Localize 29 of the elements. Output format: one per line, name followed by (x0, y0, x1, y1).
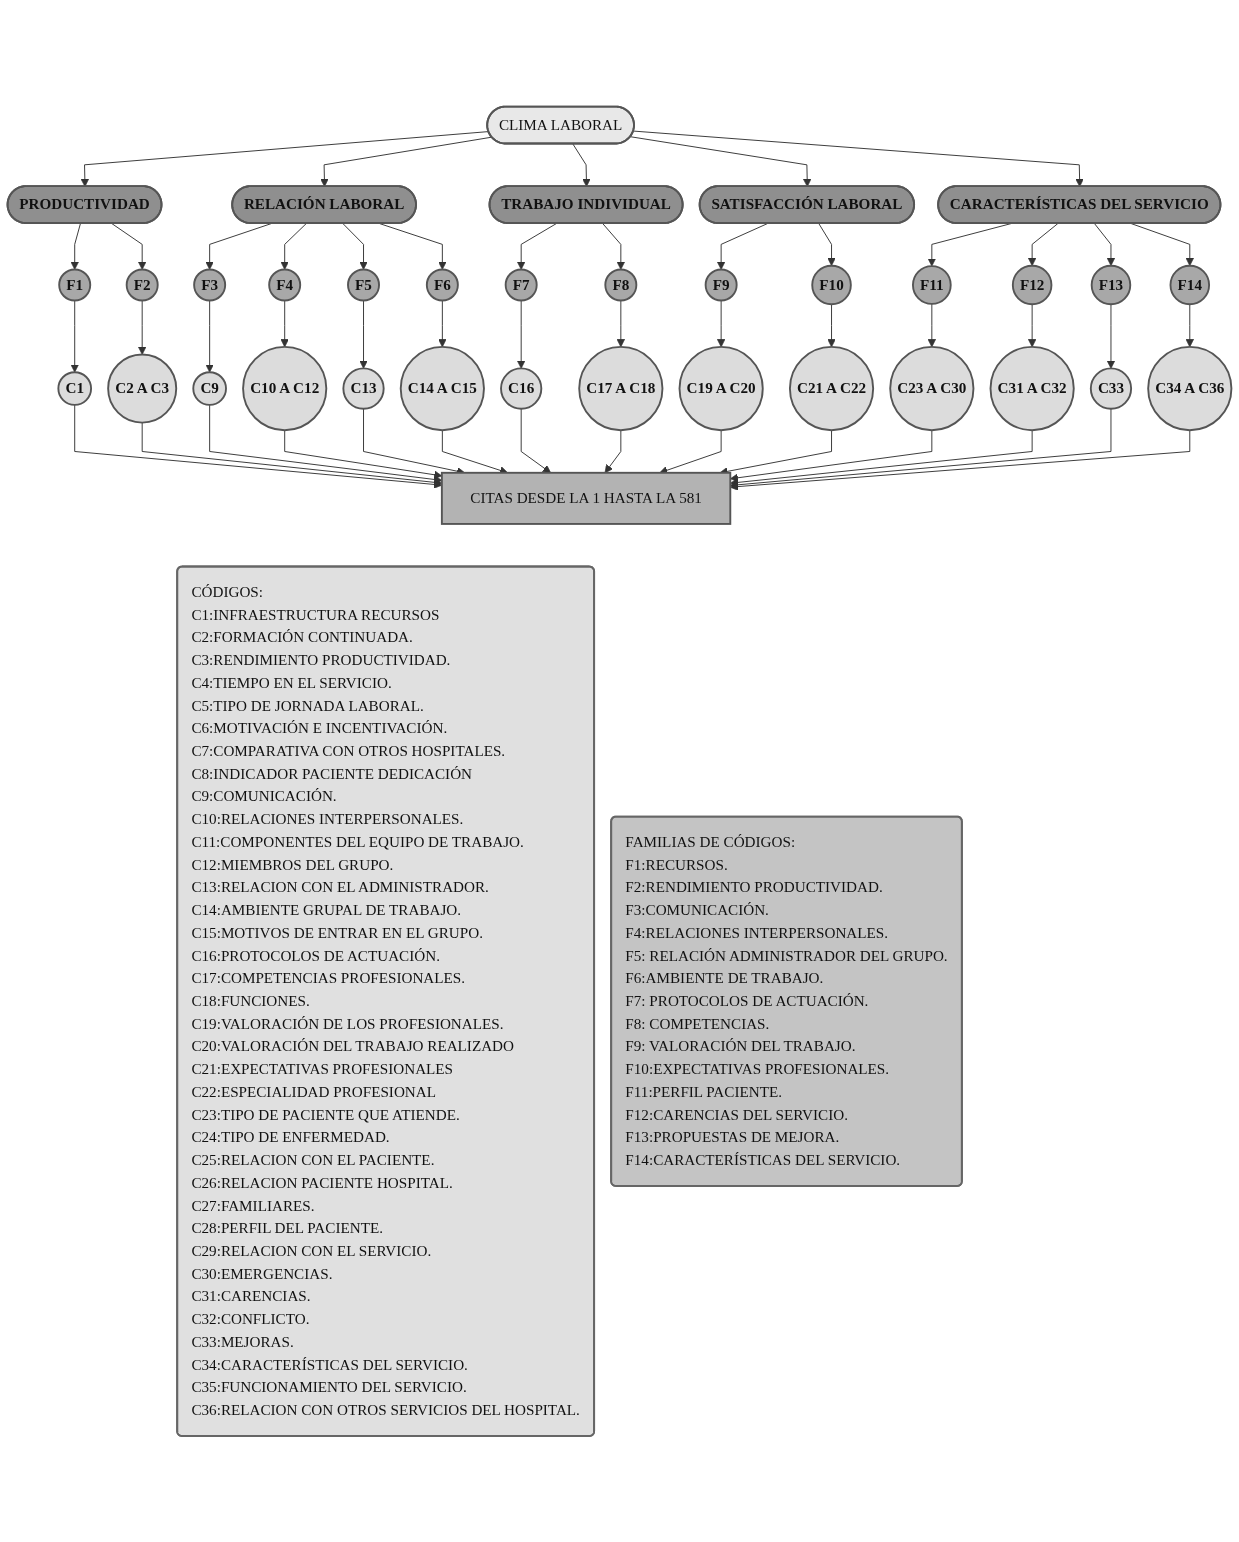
node-circle: F8 (604, 268, 638, 302)
node-circle: C19 A C20 (678, 345, 764, 431)
node-circle: F5 (347, 268, 380, 302)
node-circle: F1 (58, 268, 92, 302)
node-circle: C23 A C30 (889, 345, 975, 431)
node-circle: F6 (425, 268, 459, 302)
node-circle: C1 (57, 370, 93, 406)
node-circle: F2 (125, 268, 159, 302)
node-circle: C16 (500, 367, 543, 410)
node-circle: F13 (1090, 264, 1132, 305)
node-circle: F9 (704, 268, 738, 302)
node-circle: C33 (1089, 367, 1133, 410)
node-circle: C21 A C22 (788, 345, 875, 431)
node-circle: F12 (1011, 264, 1053, 305)
node-circle: F11 (912, 264, 952, 305)
node-circle: F14 (1169, 264, 1211, 305)
node-circle: C9 (192, 370, 227, 406)
node-circle: C2 A C3 (107, 353, 178, 424)
node-box: CITAS DESDE LA 1 HASTA LA 581 (440, 471, 732, 525)
node-circle: F7 (504, 268, 538, 302)
node-circle: F3 (193, 268, 227, 302)
node-circle: C17 A C18 (578, 345, 664, 431)
node-circle: F4 (268, 268, 302, 302)
node-circle: C31 A C32 (989, 345, 1075, 431)
node-circle: C10 A C12 (242, 345, 328, 431)
node-circle: C34 A C36 (1147, 345, 1233, 431)
node-circle: F10 (811, 264, 852, 305)
node-circle: C14 A C15 (399, 345, 485, 431)
node-circle: C13 (342, 367, 385, 410)
